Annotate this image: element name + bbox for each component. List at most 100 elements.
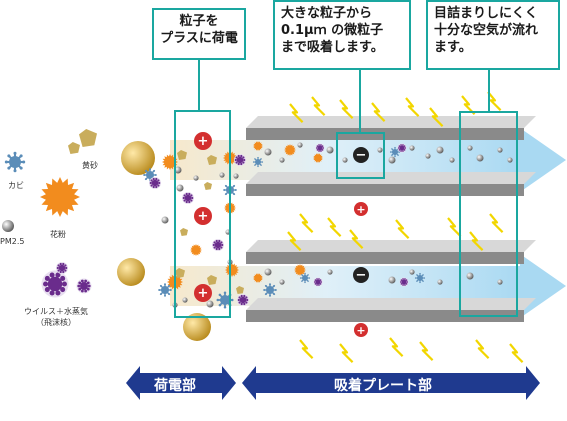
sand-particle (236, 286, 244, 294)
svg-text:−: − (356, 148, 367, 163)
mold-particle (263, 283, 277, 297)
spark-icon (389, 337, 404, 357)
virus-particle (399, 277, 409, 287)
plate (246, 240, 536, 252)
pm25-particle (279, 157, 285, 163)
pollen-particle (225, 263, 239, 277)
pm25-particle (437, 279, 443, 285)
charge-zone-box (174, 110, 231, 318)
sand-particle (207, 275, 217, 285)
highlight-boxes (174, 59, 518, 318)
flow-callout: 目詰まりしにくく十分な空気が流れます。 (426, 0, 560, 70)
sand-particle (180, 228, 188, 236)
pm25-particle (507, 157, 513, 163)
virus-particle (234, 154, 246, 166)
virus-particle (237, 294, 249, 306)
pm25-particle (425, 153, 431, 159)
plate (246, 172, 536, 184)
pm25-particle (388, 156, 396, 164)
minus-icon: − (353, 147, 369, 163)
dust-sphere (183, 313, 211, 341)
spark-icon (509, 343, 524, 363)
pm25-particle (497, 279, 503, 285)
legend-label-yellow-sand: 黄砂 (82, 161, 98, 170)
pm25-particle (161, 216, 169, 224)
spark-icon (487, 91, 502, 111)
spark-icon (405, 97, 420, 117)
sand-particle (79, 129, 97, 147)
spark-icon (395, 219, 410, 239)
pm25-particle (497, 147, 503, 153)
charging-section-arrow (126, 366, 236, 400)
spark-icon (339, 99, 354, 119)
pollen-icon (40, 177, 80, 217)
legend-label-virus: ウイルス＋水蒸気（飛沫核） (24, 307, 88, 327)
charge-callout: 粒子をプラスに荷電 (152, 8, 246, 60)
virus-particle (149, 177, 161, 189)
electric-sparks (287, 91, 524, 363)
spark-icon (339, 343, 354, 363)
plate (246, 310, 524, 322)
spark-icon (289, 103, 304, 123)
pm25-particle (466, 272, 474, 280)
virus-particle (76, 278, 92, 294)
virus-particle (313, 277, 323, 287)
pm25-particle (176, 184, 184, 192)
sand-particle (68, 142, 80, 154)
legend-label-mold: カビ (8, 181, 24, 190)
pollen-particle (284, 144, 296, 156)
mold-particle (158, 283, 172, 297)
mold-particle (389, 146, 401, 158)
pm25-particle (233, 173, 239, 179)
minus-icon: − (353, 267, 369, 283)
pm25-particle (388, 276, 396, 284)
yellow-sand-icon (68, 129, 97, 154)
spark-icon (287, 231, 302, 251)
pm25-particle (409, 145, 415, 151)
dust-sphere (121, 141, 155, 175)
pm25-particle (449, 157, 455, 163)
adsorption-section-arrow (242, 366, 540, 400)
legend-label-pollen: 花粉 (50, 230, 66, 239)
virus-particle (397, 143, 407, 153)
mold-particle (4, 151, 26, 173)
virus-particle (56, 262, 68, 274)
pm25-particle (467, 145, 473, 151)
pm25-particle (476, 154, 484, 162)
spark-icon (327, 217, 342, 237)
sand-particle (204, 182, 212, 190)
spark-icon (371, 102, 386, 122)
pm25-particle (264, 148, 272, 156)
virus-particle (41, 270, 69, 298)
spark-icon (311, 96, 326, 116)
svg-text:+: + (198, 209, 209, 224)
pollen-particle (294, 264, 306, 276)
legend-icons (2, 129, 97, 298)
sand-particle (177, 150, 187, 160)
dust-sphere (117, 258, 145, 286)
pm25-icon (2, 220, 14, 232)
spark-icon (461, 95, 476, 115)
svg-text:−: − (356, 268, 367, 283)
pm25-particle (174, 166, 182, 174)
pollen-particle (313, 153, 323, 163)
svg-text:+: + (198, 286, 209, 301)
pm25-particle (264, 268, 272, 276)
collector-plates (246, 116, 536, 322)
pollen-particle (190, 244, 202, 256)
plus-icon: + (194, 132, 212, 150)
plate (246, 116, 536, 128)
pm25-particle (193, 175, 199, 181)
pm25-particle (206, 300, 214, 308)
pm25-particle (326, 146, 334, 154)
mold-particle (252, 156, 264, 168)
spark-icon (349, 229, 364, 249)
virus-particle (212, 239, 224, 251)
spark-icon (447, 217, 462, 237)
virus-particle (182, 192, 194, 204)
spark-icon (299, 339, 314, 359)
pm25-particle (327, 269, 333, 275)
sand-particle (207, 155, 217, 165)
